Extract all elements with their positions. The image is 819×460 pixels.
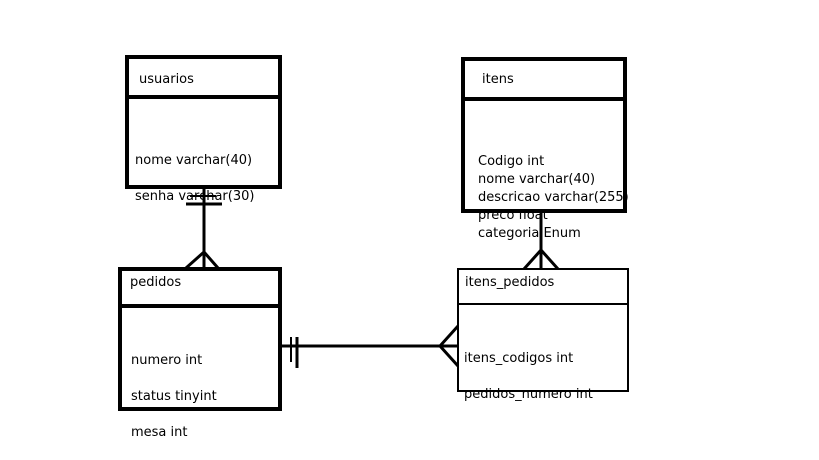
attribute: mesa int xyxy=(131,425,188,440)
attribute: nome varchar(40) xyxy=(135,153,253,168)
attribute: status tinyint xyxy=(131,389,217,404)
rel-usuarios-pedidos xyxy=(185,189,222,270)
entity-usuarios: usuarios nome varchar(40) senha varchar(… xyxy=(125,55,282,204)
entity-title: itens_pedidos xyxy=(459,270,627,305)
attribute: nome varchar(40) xyxy=(478,172,596,187)
attribute: preco float xyxy=(478,208,548,223)
attribute: numero int xyxy=(131,353,203,368)
attribute: Codigo int xyxy=(478,154,545,169)
rel-itens-itens-pedidos xyxy=(522,213,560,271)
entity-itens-pedidos: itens_pedidos itens_codigos int pedidos_… xyxy=(457,268,629,402)
entity-pedidos: pedidos numero int status tinyint mesa i… xyxy=(118,267,282,440)
entity-title: usuarios xyxy=(129,59,278,99)
attribute: descricao varchar(255) xyxy=(478,190,629,205)
rel-pedidos-itens-pedidos xyxy=(282,324,460,368)
entity-title: pedidos xyxy=(122,271,278,308)
attribute: categoria Enum xyxy=(478,226,581,241)
attribute: itens_codigos int xyxy=(464,351,574,366)
attribute: pedidos_numero int xyxy=(464,387,593,402)
entity-itens: itens Codigo int nome varchar(40) descri… xyxy=(461,57,629,241)
entity-title: itens xyxy=(465,61,623,101)
attribute: senha varchar(30) xyxy=(135,189,255,204)
